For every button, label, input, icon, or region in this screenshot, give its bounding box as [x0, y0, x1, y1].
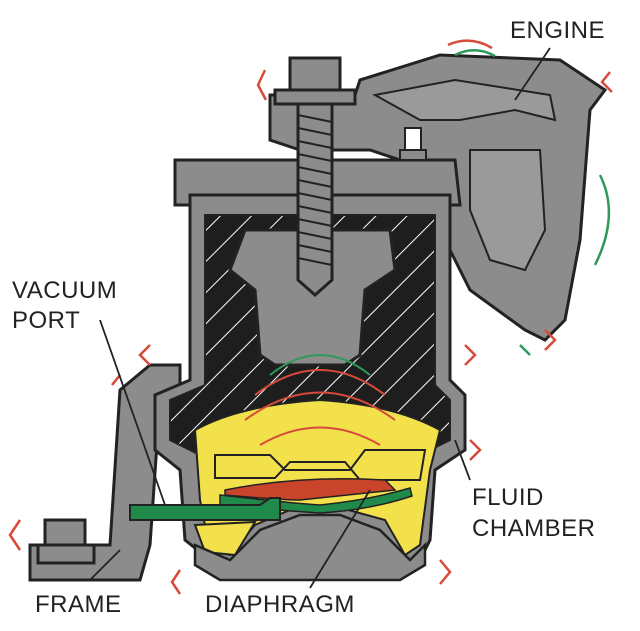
label-engine: ENGINE	[510, 17, 605, 44]
label-vacuum: VACUUM	[12, 277, 117, 304]
bracket-pin	[399, 127, 427, 161]
orifice-plate	[214, 449, 427, 481]
central-core	[228, 228, 397, 367]
vibration-squiggles	[8, 39, 613, 595]
label-port: PORT	[12, 307, 80, 334]
vibration-arcs	[244, 354, 396, 446]
engine-bracket-inner	[469, 149, 547, 272]
leader-lines	[89, 47, 551, 589]
label-diaphragm: DIAPHRAGM	[205, 591, 355, 618]
label-fluid: FLUID	[472, 484, 544, 511]
label-frame: FRAME	[35, 591, 122, 618]
label-chamber: CHAMBER	[472, 515, 596, 542]
vacuum-port-tube	[129, 497, 281, 521]
bottom-cup	[193, 513, 427, 582]
engine-bracket-rib	[372, 78, 557, 122]
engine-bolt	[273, 56, 357, 298]
frame-bolt	[36, 518, 96, 565]
